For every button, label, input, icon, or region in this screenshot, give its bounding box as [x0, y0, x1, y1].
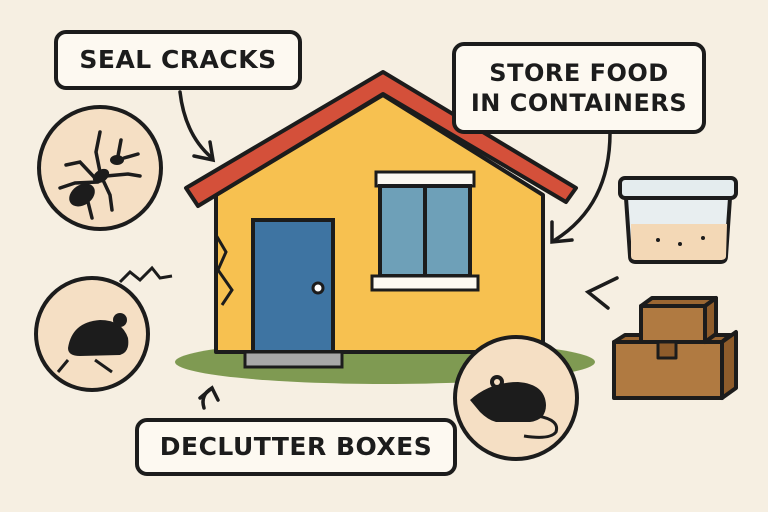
declutter-boxes-text: DECLUTTER BOXES [159, 432, 433, 462]
door-knob [311, 281, 325, 295]
rat-icon [453, 335, 579, 461]
store-food-text-line2: IN CONTAINERS [470, 89, 688, 117]
cardboard-boxes-icon [612, 296, 738, 400]
roof [184, 70, 578, 208]
store-food-label: STORE FOOD IN CONTAINERS [452, 42, 706, 134]
store-food-text-line1: STORE FOOD [489, 59, 669, 87]
crack-scribble [118, 265, 173, 284]
window-sill [370, 274, 480, 292]
window-top-frame [374, 170, 476, 188]
food-container-icon [618, 176, 738, 264]
arrow-icon [178, 90, 619, 410]
ant-icon [37, 105, 163, 231]
wall-crack [214, 234, 234, 306]
seal-cracks-label: SEAL CRACKS [54, 30, 302, 90]
declutter-boxes-label: DECLUTTER BOXES [135, 418, 457, 476]
mouse-icon [34, 276, 150, 392]
seal-cracks-text: SEAL CRACKS [79, 45, 277, 75]
door-step [243, 350, 344, 369]
